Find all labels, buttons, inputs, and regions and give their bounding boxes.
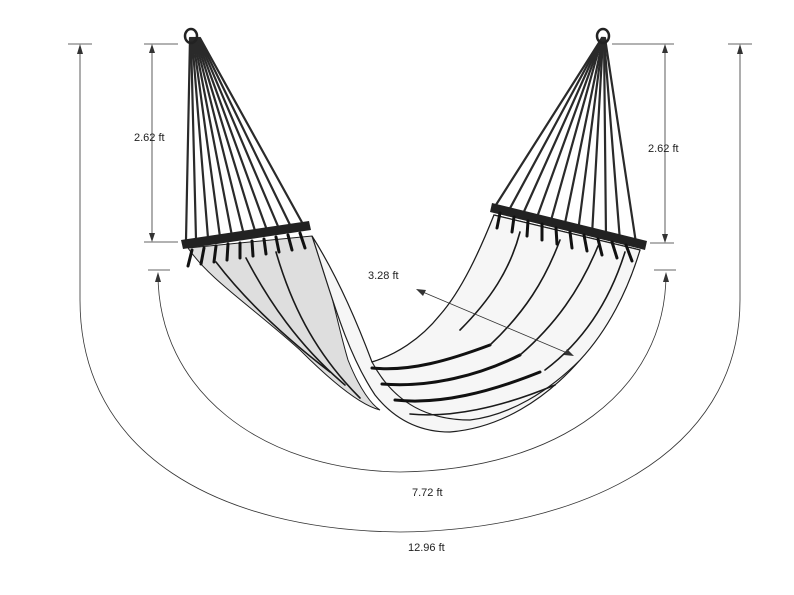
right-rope-arrow-bottom: [662, 234, 668, 243]
left-suspension-ropes: [183, 27, 306, 242]
left-rope-label: 2.62 ft: [134, 132, 165, 144]
bed-length-arrow-left: [155, 272, 161, 282]
overall-length-label: 12.96 ft: [408, 542, 445, 554]
bed-length-arrow-right: [663, 272, 669, 282]
left-rope-arrow-bottom: [149, 233, 155, 242]
right-fringe: [495, 211, 634, 263]
left-hanging-loop: [183, 27, 199, 45]
left-rope-dimension: [144, 43, 178, 243]
left-fringe: [186, 231, 307, 268]
bed-width-dimension: [416, 289, 574, 356]
right-suspension-ropes: [492, 27, 638, 245]
overall-length-arc: [79, 46, 741, 533]
left-spreader-bar: [181, 221, 311, 268]
fabric-folds: [215, 231, 626, 416]
overall-length-dimension: [68, 43, 752, 533]
hammock-illustration: [181, 27, 647, 433]
right-spreader-bar: [490, 203, 647, 263]
overall-length-arrow-left: [77, 44, 83, 54]
bed-length-arc: [157, 273, 667, 473]
right-rope-label: 2.62 ft: [648, 143, 679, 155]
left-rope-arrow-top: [149, 44, 155, 53]
bed-width-arrow-start: [416, 289, 426, 296]
right-rope-dimension: [612, 43, 674, 244]
bed-length-dimension: [148, 269, 676, 473]
right-rope-arrow-top: [662, 44, 668, 53]
right-hanging-loop: [595, 27, 611, 45]
overall-length-arrow-right: [737, 44, 743, 54]
bed-width-line: [417, 289, 573, 356]
bed-width-arrow-end: [564, 349, 574, 356]
bed-width-label: 3.28 ft: [368, 270, 399, 282]
bed-length-label: 7.72 ft: [412, 487, 443, 499]
